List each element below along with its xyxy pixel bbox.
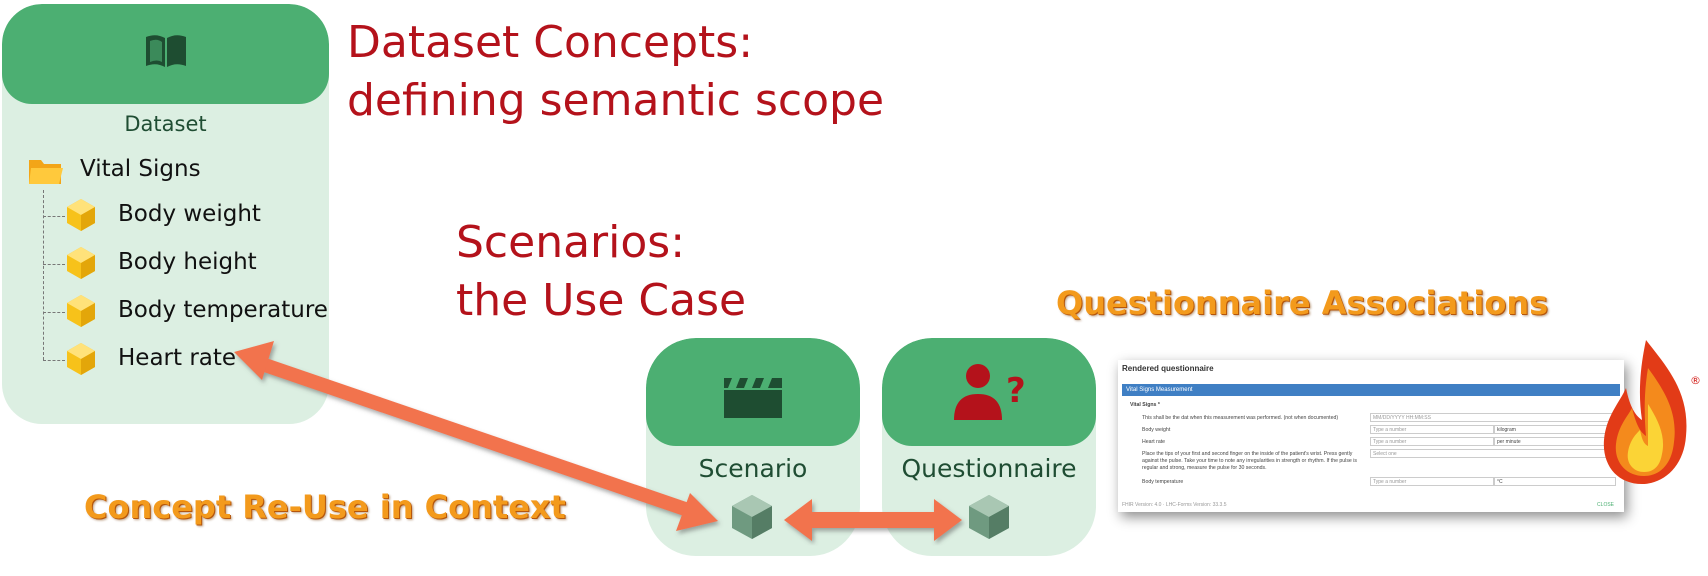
tree-connector [43, 190, 44, 360]
tree-connector [43, 264, 65, 265]
preview-select[interactable]: Select one [1370, 449, 1616, 458]
book-icon [146, 35, 186, 67]
preview-row-label: against the pulse. Take your time to not… [1142, 458, 1358, 464]
tree-item-body-temperature[interactable]: Body temperature [118, 297, 328, 323]
preview-title: Rendered questionnaire [1122, 364, 1214, 373]
concept-cube-icon [732, 495, 772, 539]
tree-connector [43, 216, 65, 217]
preview-field[interactable]: MM/DD/YYYY HH:MM:SS [1370, 413, 1616, 422]
concept-cube-icon [67, 343, 95, 375]
preview-group-label: Vital Signs * [1130, 402, 1160, 408]
scenarios-headline-line1: Scenarios: [456, 217, 686, 268]
preview-field[interactable]: Type a number [1370, 477, 1494, 486]
dataset-title: Dataset [124, 112, 207, 136]
scenario-label: Scenario [698, 454, 808, 483]
clapperboard-icon [724, 378, 782, 418]
preview-row-label: Place the tips of your first and second … [1142, 451, 1353, 457]
preview-field[interactable]: Type a number [1370, 437, 1494, 446]
concept-reuse-arrow [234, 341, 718, 531]
fhir-flame-logo [1603, 340, 1687, 484]
folder-icon [29, 160, 63, 184]
dataset-concepts-headline-line2: defining semantic scope [347, 75, 885, 126]
preview-row-label: Body temperature [1142, 479, 1184, 485]
preview-unit[interactable]: °C [1494, 477, 1616, 486]
concept-cube-icon [969, 495, 1009, 539]
dataset-card-header [2, 4, 329, 104]
registered-mark: ® [1690, 374, 1701, 387]
dataset-card: Dataset Vital Signs Body weight Body hei… [2, 4, 329, 424]
tree-item-heart-rate[interactable]: Heart rate [118, 345, 237, 371]
person-question-icon: ? [954, 364, 1026, 420]
dataset-concepts-headline-line1: Dataset Concepts: [347, 17, 754, 68]
questionnaire-card-header: ? [882, 338, 1096, 446]
concept-cube-icon [67, 247, 95, 279]
questionnaire-associations-title: Questionnaire Associations [1056, 284, 1549, 322]
preview-section-bar: Vital Signs Measurement [1122, 384, 1620, 396]
preview-row-label: Heart rate [1142, 439, 1166, 445]
questionnaire-preview: Rendered questionnaire Vital Signs Measu… [1118, 360, 1624, 512]
tree-item-body-weight[interactable]: Body weight [118, 201, 261, 227]
preview-row-label: This shall be the dat when this measurem… [1142, 415, 1339, 421]
preview-row-label: Body weight [1142, 427, 1171, 433]
svg-text:?: ? [1006, 371, 1026, 411]
questionnaire-card: ? Questionnaire [882, 338, 1096, 556]
scenario-card: Scenario [646, 338, 860, 556]
preview-close-button[interactable]: CLOSE [1597, 502, 1614, 508]
scenario-questionnaire-arrow [784, 499, 962, 541]
preview-row-label: regular and strong, measure the pulse fo… [1142, 465, 1267, 471]
concept-cube-icon [67, 199, 95, 231]
scenarios-headline-line2: the Use Case [456, 275, 747, 326]
preview-field[interactable]: Type a number [1370, 425, 1494, 434]
scenario-card-header [646, 338, 860, 446]
tree-item-body-height[interactable]: Body height [118, 249, 257, 275]
tree-connector [43, 360, 65, 361]
preview-footer: FHIR Version: 4.0 · LHC-Forms Version: 3… [1122, 502, 1227, 508]
tree-connector [43, 312, 65, 313]
concept-reuse-title: Concept Re-Use in Context [84, 488, 566, 526]
concept-cube-icon [67, 295, 95, 327]
questionnaire-label: Questionnaire [901, 454, 1077, 483]
tree-group-vital-signs[interactable]: Vital Signs [80, 156, 201, 182]
